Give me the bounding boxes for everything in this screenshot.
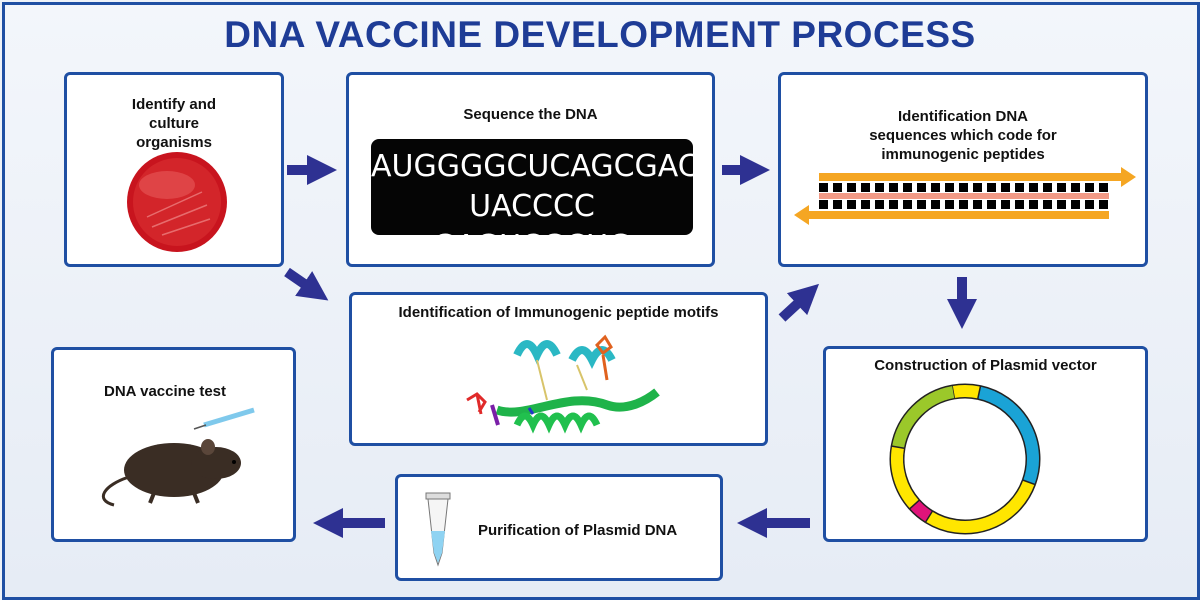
step-label: Identify and culture organisms — [131, 96, 217, 151]
step-label: DNA vaccine test — [104, 383, 226, 400]
sequence-line-1: AUGGGGCUCAGCGAC — [371, 149, 699, 184]
step-plasmid-construction: Construction of Plasmid vector — [823, 346, 1148, 542]
step-peptide-motifs: Identification of Immunogenic peptide mo… — [349, 292, 768, 446]
protein-structure-icon — [466, 334, 660, 434]
step-vaccine-test: DNA vaccine test — [51, 347, 296, 542]
step-label: Sequence the DNA — [463, 106, 598, 123]
petri-dish-icon — [127, 152, 227, 252]
step-sequence-dna: Sequence the DNA AUGGGGCUCAGCGAC UACCCC … — [346, 72, 715, 267]
step-label: Construction of Plasmid vector — [874, 357, 1097, 374]
plasmid-ring-icon — [889, 383, 1041, 535]
step-identification-dna: Identification DNA sequences which code … — [778, 72, 1148, 267]
step-identify-culture: Identify and culture organisms — [64, 72, 284, 267]
arrow-diagonal-up — [778, 283, 820, 322]
diagram-title: DNA VACCINE DEVELOPMENT PROCESS — [224, 14, 976, 55]
step-label: Identification of Immunogenic peptide mo… — [398, 304, 719, 321]
step-label: Purification of Plasmid DNA — [478, 522, 678, 539]
microtube-icon — [425, 492, 451, 567]
step-plasmid-purification: Purification of Plasmid DNA — [395, 474, 723, 581]
step-label: Identification DNA sequences which code … — [869, 108, 1057, 163]
dna-sequence-display: AUGGGGCUCAGCGAC UACCCC GAGUCGCUG — [371, 139, 699, 264]
arrow-diagonal-down — [284, 267, 329, 301]
dna-double-strand-icon — [794, 167, 1136, 225]
sequence-line-2: UACCCC GAGUCGCUG — [432, 189, 632, 264]
rat-with-syringe-icon — [101, 407, 255, 507]
